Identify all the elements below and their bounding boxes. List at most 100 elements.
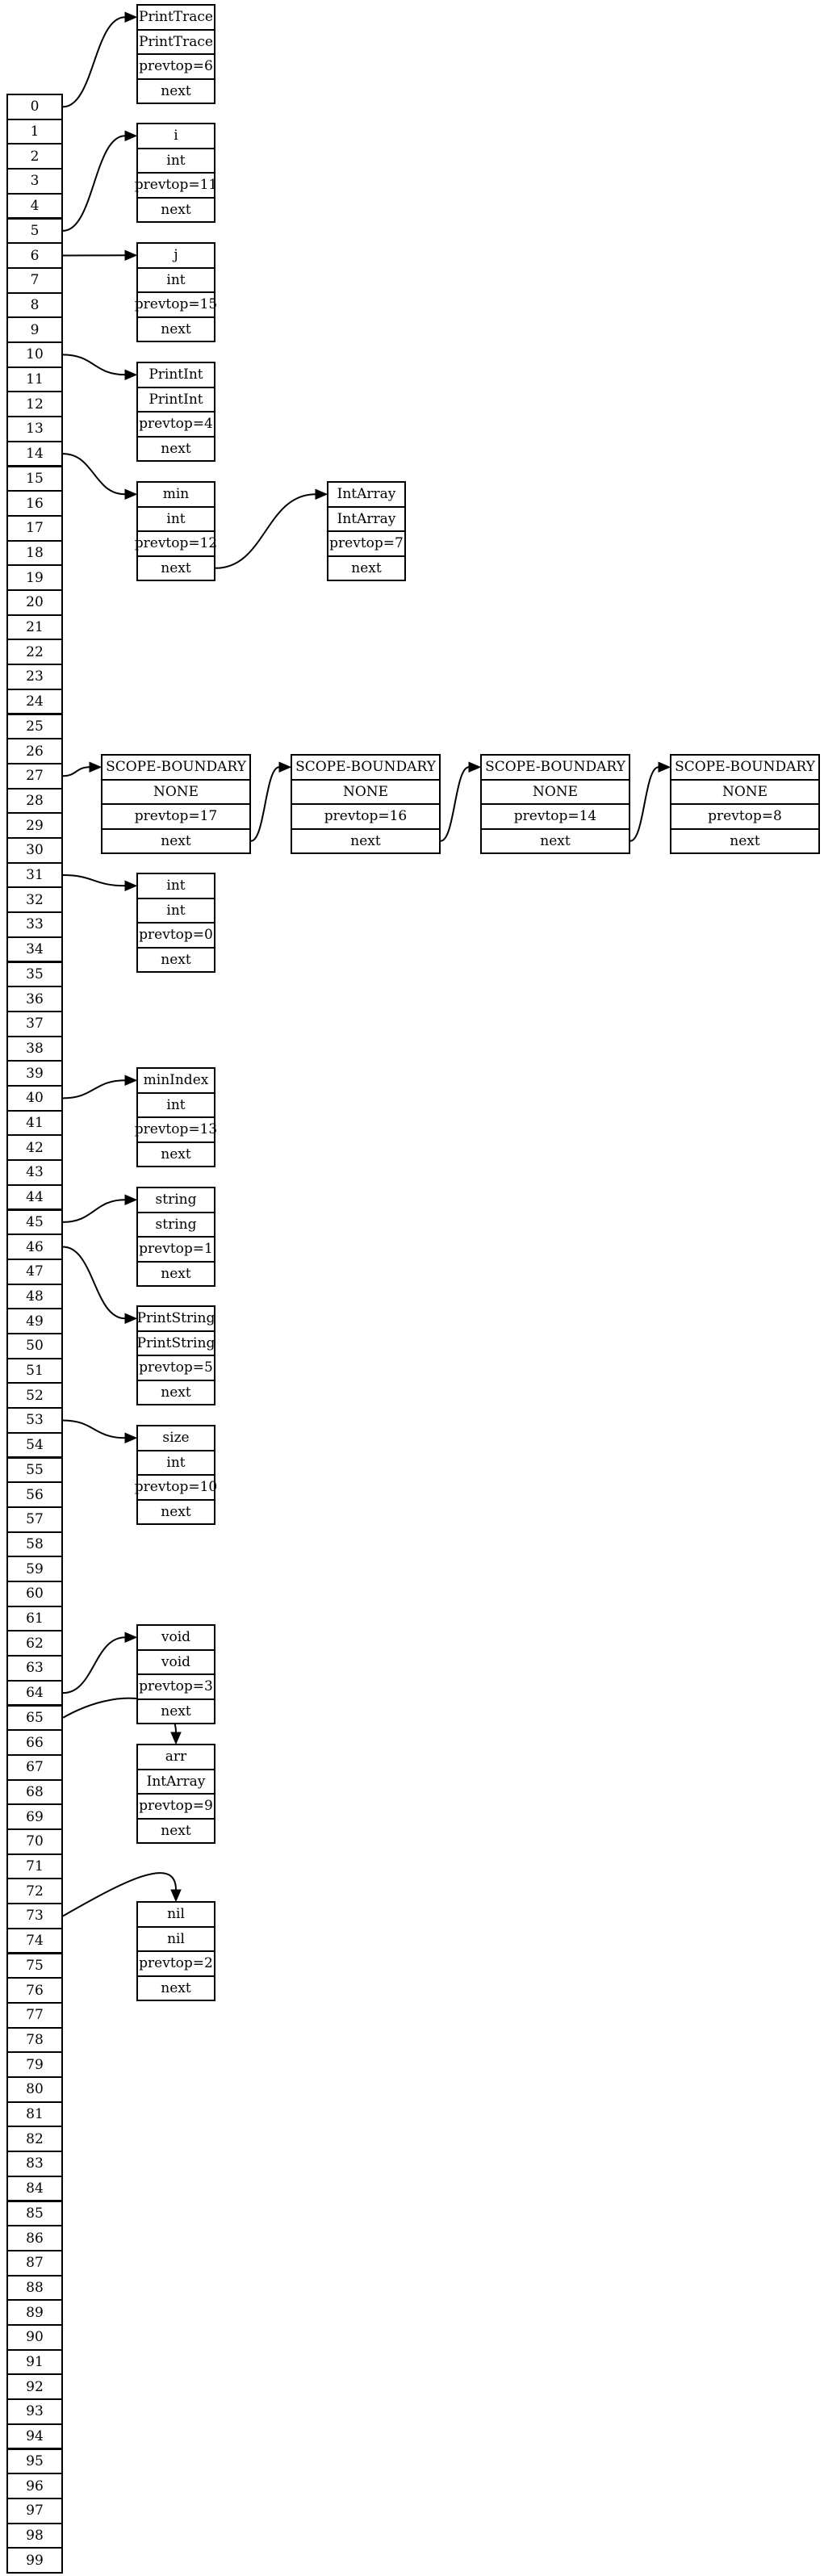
record-type-cell: void — [136, 1648, 215, 1675]
record-prevtop-cell: prevtop=10 — [135, 1474, 217, 1501]
index-cell: 82 — [6, 2126, 63, 2153]
index-cell: 73 — [6, 1903, 63, 1929]
index-cell: 29 — [6, 812, 63, 839]
record-prevtop-cell: prevtop=3 — [136, 1673, 215, 1700]
index-cell: 17 — [6, 514, 63, 542]
record-type-cell: NONE — [101, 778, 251, 805]
index-cell: 40 — [6, 1085, 63, 1112]
index-cell: 38 — [6, 1035, 63, 1062]
index-cell: 80 — [6, 2076, 63, 2103]
record-prevtop-cell: prevtop=5 — [136, 1355, 215, 1381]
record-type-cell: int — [136, 1449, 215, 1476]
index-cell: 46 — [6, 1234, 63, 1260]
record-type-cell: PrintString — [136, 1330, 215, 1356]
record-prevtop-cell: prevtop=16 — [291, 803, 441, 830]
index-cell: 86 — [6, 2225, 63, 2251]
index-cell: 76 — [6, 1977, 63, 2004]
next-pointer-edge-arrowhead — [278, 761, 292, 773]
index-cell: 4 — [6, 192, 63, 220]
index-cell: 11 — [6, 366, 63, 393]
index-cell: 66 — [6, 1729, 63, 1756]
record-next-cell: next — [670, 827, 820, 854]
pointer-edge-arrowhead — [124, 249, 138, 262]
index-cell: 36 — [6, 986, 63, 1012]
record-next-cell: next — [136, 1141, 215, 1167]
record-name-cell: PrintTrace — [136, 4, 215, 31]
record-type-cell: NONE — [670, 778, 820, 805]
record-prevtop-cell: prevtop=7 — [327, 530, 406, 557]
pointer-edge — [62, 1079, 126, 1100]
index-cell: 13 — [6, 416, 63, 442]
index-cell: 59 — [6, 1556, 63, 1582]
index-cell: 83 — [6, 2151, 63, 2177]
index-cell: 60 — [6, 1581, 63, 1607]
next-pointer-edge-arrowhead — [315, 488, 328, 501]
index-cell: 28 — [6, 787, 63, 815]
record-type-cell: int — [136, 266, 215, 293]
record-type-cell: int — [136, 1091, 215, 1118]
index-cell: 20 — [6, 589, 63, 616]
pointer-edge-arrowhead — [124, 1432, 138, 1444]
index-cell: 7 — [6, 266, 63, 294]
record-type-cell: NONE — [291, 778, 441, 805]
index-cell: 78 — [6, 2026, 63, 2054]
record-name-cell: string — [136, 1187, 215, 1213]
index-cell: 21 — [6, 614, 63, 641]
record-name-cell: SCOPE-BOUNDARY — [101, 754, 251, 781]
index-cell: 81 — [6, 2101, 63, 2128]
index-cell: 88 — [6, 2274, 63, 2302]
index-cell: 0 — [6, 94, 63, 120]
next-pointer-edge — [215, 493, 316, 569]
index-cell: 71 — [6, 1853, 63, 1880]
pointer-edge — [62, 1246, 126, 1320]
index-cell: 25 — [6, 713, 63, 740]
index-cell: 77 — [6, 2001, 63, 2029]
index-cell: 74 — [6, 1927, 63, 1954]
pointer-edge-arrowhead — [124, 1313, 138, 1325]
index-cell: 93 — [6, 2398, 63, 2425]
record-prevtop-cell: prevtop=12 — [135, 530, 217, 557]
index-cell: 97 — [6, 2497, 63, 2524]
index-cell: 50 — [6, 1333, 63, 1359]
record-next-cell: next — [136, 196, 215, 223]
pointer-edge-arrowhead — [124, 369, 138, 381]
record-name-cell: PrintInt — [136, 362, 215, 388]
record-prevtop-cell: prevtop=1 — [136, 1236, 215, 1263]
record-prevtop-cell: prevtop=8 — [670, 803, 820, 830]
index-cell: 34 — [6, 936, 63, 963]
index-cell: 55 — [6, 1456, 63, 1484]
index-cell: 94 — [6, 2423, 63, 2450]
pointer-edge-arrowhead — [124, 11, 138, 23]
pointer-edge — [62, 453, 126, 496]
record-prevtop-cell: prevtop=9 — [136, 1793, 215, 1820]
pointer-edge — [62, 1419, 126, 1439]
index-cell: 85 — [6, 2200, 63, 2227]
record-next-cell: next — [136, 1817, 215, 1844]
record-prevtop-cell: prevtop=13 — [135, 1116, 217, 1143]
pointer-edge — [62, 16, 126, 108]
index-cell: 43 — [6, 1159, 63, 1186]
record-name-cell: void — [136, 1624, 215, 1651]
record-name-cell: SCOPE-BOUNDARY — [291, 754, 441, 781]
index-cell: 8 — [6, 291, 63, 319]
record-next-cell: next — [136, 1260, 215, 1287]
pointer-edge-arrowhead — [170, 1732, 182, 1745]
pointer-edge-arrowhead — [170, 1889, 182, 1903]
index-cell: 15 — [6, 465, 63, 492]
index-cell: 31 — [6, 861, 63, 889]
index-cell: 68 — [6, 1778, 63, 1806]
index-cell: 79 — [6, 2051, 63, 2078]
index-cell: 90 — [6, 2324, 63, 2351]
record-next-cell: next — [136, 555, 215, 581]
record-prevtop-cell: prevtop=4 — [136, 411, 215, 438]
index-cell: 39 — [6, 1060, 63, 1087]
record-type-cell: string — [136, 1211, 215, 1238]
index-cell: 12 — [6, 391, 63, 418]
record-type-cell: int — [136, 147, 215, 174]
record-name-cell: minIndex — [136, 1067, 215, 1094]
record-next-cell: next — [136, 77, 215, 104]
record-next-cell: next — [136, 1498, 215, 1525]
next-pointer-edge-arrowhead — [658, 761, 671, 773]
